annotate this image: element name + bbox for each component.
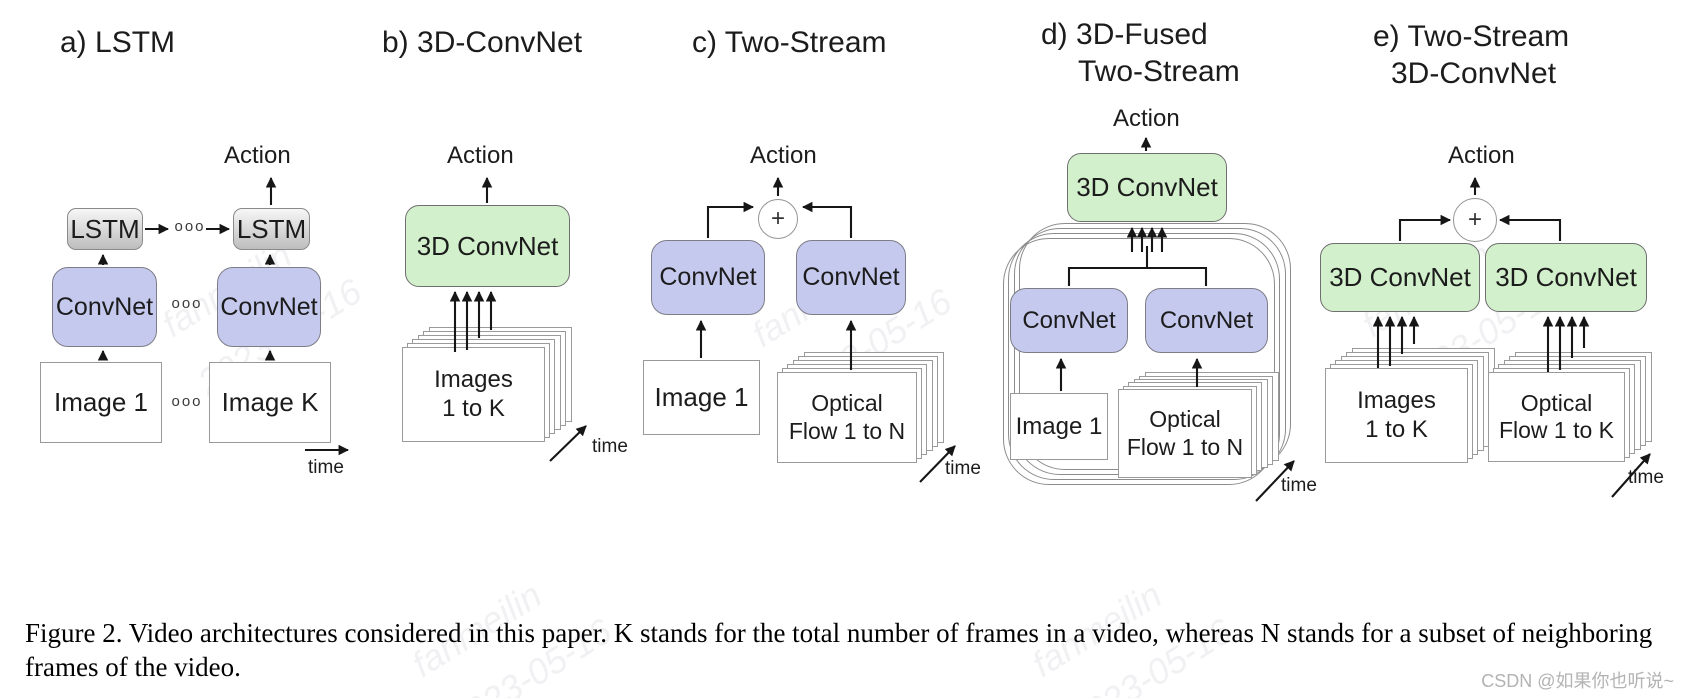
convnet3d-box-e-left: 3D ConvNet (1320, 243, 1480, 312)
ellipsis-dots: ooo (171, 393, 203, 410)
panel-d-title-line1: d) 3D-Fused (1041, 18, 1208, 51)
optical-flow-stack-e: Optical Flow 1 to K (1488, 352, 1652, 462)
convnet-box-d-left: ConvNet (1010, 288, 1128, 353)
image1-box-a: Image 1 (40, 362, 162, 443)
convnet-box-a2: ConvNet (217, 267, 321, 347)
convnet3d-box-label: 3D ConvNet (416, 230, 559, 261)
imageK-box-label: Image K (221, 387, 319, 417)
plus-sign: + (770, 205, 785, 232)
plus-sign: + (1467, 206, 1482, 233)
image1-box-label: Image 1 (654, 382, 749, 412)
convnet3d-box-e-right: 3D ConvNet (1485, 243, 1647, 312)
convnet3d-box-label: 3D ConvNet (1076, 172, 1218, 202)
container-outline (1003, 238, 1275, 485)
optical-flow-stack-d: Optical Flow 1 to N (1118, 372, 1279, 478)
image1-box-label: Image 1 (1015, 412, 1103, 440)
stack-label-line1: Optical (811, 390, 883, 417)
csdn-watermark: CSDN @如果你也听说~ (1481, 671, 1674, 691)
panel-e-action-label: Action (1448, 142, 1515, 169)
lstm-box-2: LSTM (233, 208, 310, 250)
panel-c-time-label: time (945, 458, 981, 479)
convnet-box-d-right: ConvNet (1145, 288, 1268, 353)
panel-e-title-line2: 3D-ConvNet (1391, 57, 1557, 90)
optical-flow-stack-c: Optical Flow 1 to N (777, 352, 944, 463)
image1-box-d: Image 1 (1010, 393, 1108, 460)
image-stack-e: Images 1 to K (1325, 348, 1495, 463)
panel-a-action-label: Action (224, 142, 291, 169)
lstm-box-label: LSTM (70, 213, 140, 244)
image1-box-label: Image 1 (54, 387, 148, 417)
panel-a-title: a) LSTM (60, 26, 176, 59)
stack-front: Optical Flow 1 to N (777, 372, 917, 463)
panel-b-time-label: time (592, 436, 628, 457)
stack-label-line1: Optical (1149, 406, 1221, 433)
stack-label-line2: Flow 1 to N (1126, 433, 1244, 460)
figure-caption: Figure 2. Video architectures considered… (25, 618, 1653, 682)
convnet3d-box-label: 3D ConvNet (1495, 262, 1637, 292)
convnet-box-label: ConvNet (659, 263, 757, 291)
convnet-box-label: ConvNet (55, 292, 154, 321)
image1-box-c: Image 1 (643, 360, 760, 435)
panel-e-time-label: time (1628, 467, 1664, 488)
convnet-box-label: ConvNet (1022, 306, 1116, 334)
panel-b-title: b) 3D-ConvNet (382, 26, 583, 59)
stack-front: Images 1 to K (402, 347, 545, 442)
ellipsis-dots: ooo (171, 295, 203, 312)
panel-a-time-label: time (308, 457, 344, 478)
convnet-box-a1: ConvNet (52, 267, 157, 347)
convnet3d-box-b: 3D ConvNet (405, 205, 570, 287)
convnet-box-label: ConvNet (802, 263, 900, 291)
panel-d-action-label: Action (1113, 105, 1180, 132)
stack-front: Optical Flow 1 to N (1118, 389, 1252, 478)
stack-label-line1: Images (1357, 387, 1436, 415)
lstm-box-label: LSTM (236, 213, 307, 244)
convnet3d-box-d: 3D ConvNet (1067, 153, 1227, 222)
convnet-box-label: ConvNet (220, 292, 318, 321)
lstm-box-1: LSTM (67, 208, 143, 250)
stack-label-line1: Images (434, 366, 513, 394)
sum-circle-c: + (758, 199, 798, 239)
panel-d-title-line2: Two-Stream (1078, 55, 1240, 88)
convnet-box-c-left: ConvNet (651, 240, 765, 315)
imageK-box-a: Image K (209, 362, 331, 443)
convnet3d-box-label: 3D ConvNet (1329, 262, 1471, 292)
stack-front: Optical Flow 1 to K (1488, 372, 1625, 462)
stack-label-line2: Flow 1 to N (788, 417, 906, 444)
ellipsis-dots: ooo (174, 218, 206, 235)
panel-c-title: c) Two-Stream (692, 26, 887, 59)
panel-c-action-label: Action (750, 142, 817, 169)
stack-front: Images 1 to K (1325, 368, 1468, 463)
convnet-box-label: ConvNet (1159, 306, 1254, 334)
panel-e-title-line1: e) Two-Stream (1373, 20, 1570, 53)
convnet-box-c-right: ConvNet (796, 240, 906, 315)
stack-label-line2: 1 to K (442, 394, 505, 422)
panel-d-time-label: time (1281, 475, 1317, 496)
image-stack-b: Images 1 to K (402, 327, 572, 442)
stack-label-line2: 1 to K (1365, 415, 1428, 443)
stack-label-line2: Flow 1 to K (1498, 417, 1615, 443)
sum-circle-e: + (1453, 198, 1497, 242)
stack-label-line1: Optical (1520, 389, 1593, 416)
panel-b-action-label: Action (447, 142, 514, 169)
